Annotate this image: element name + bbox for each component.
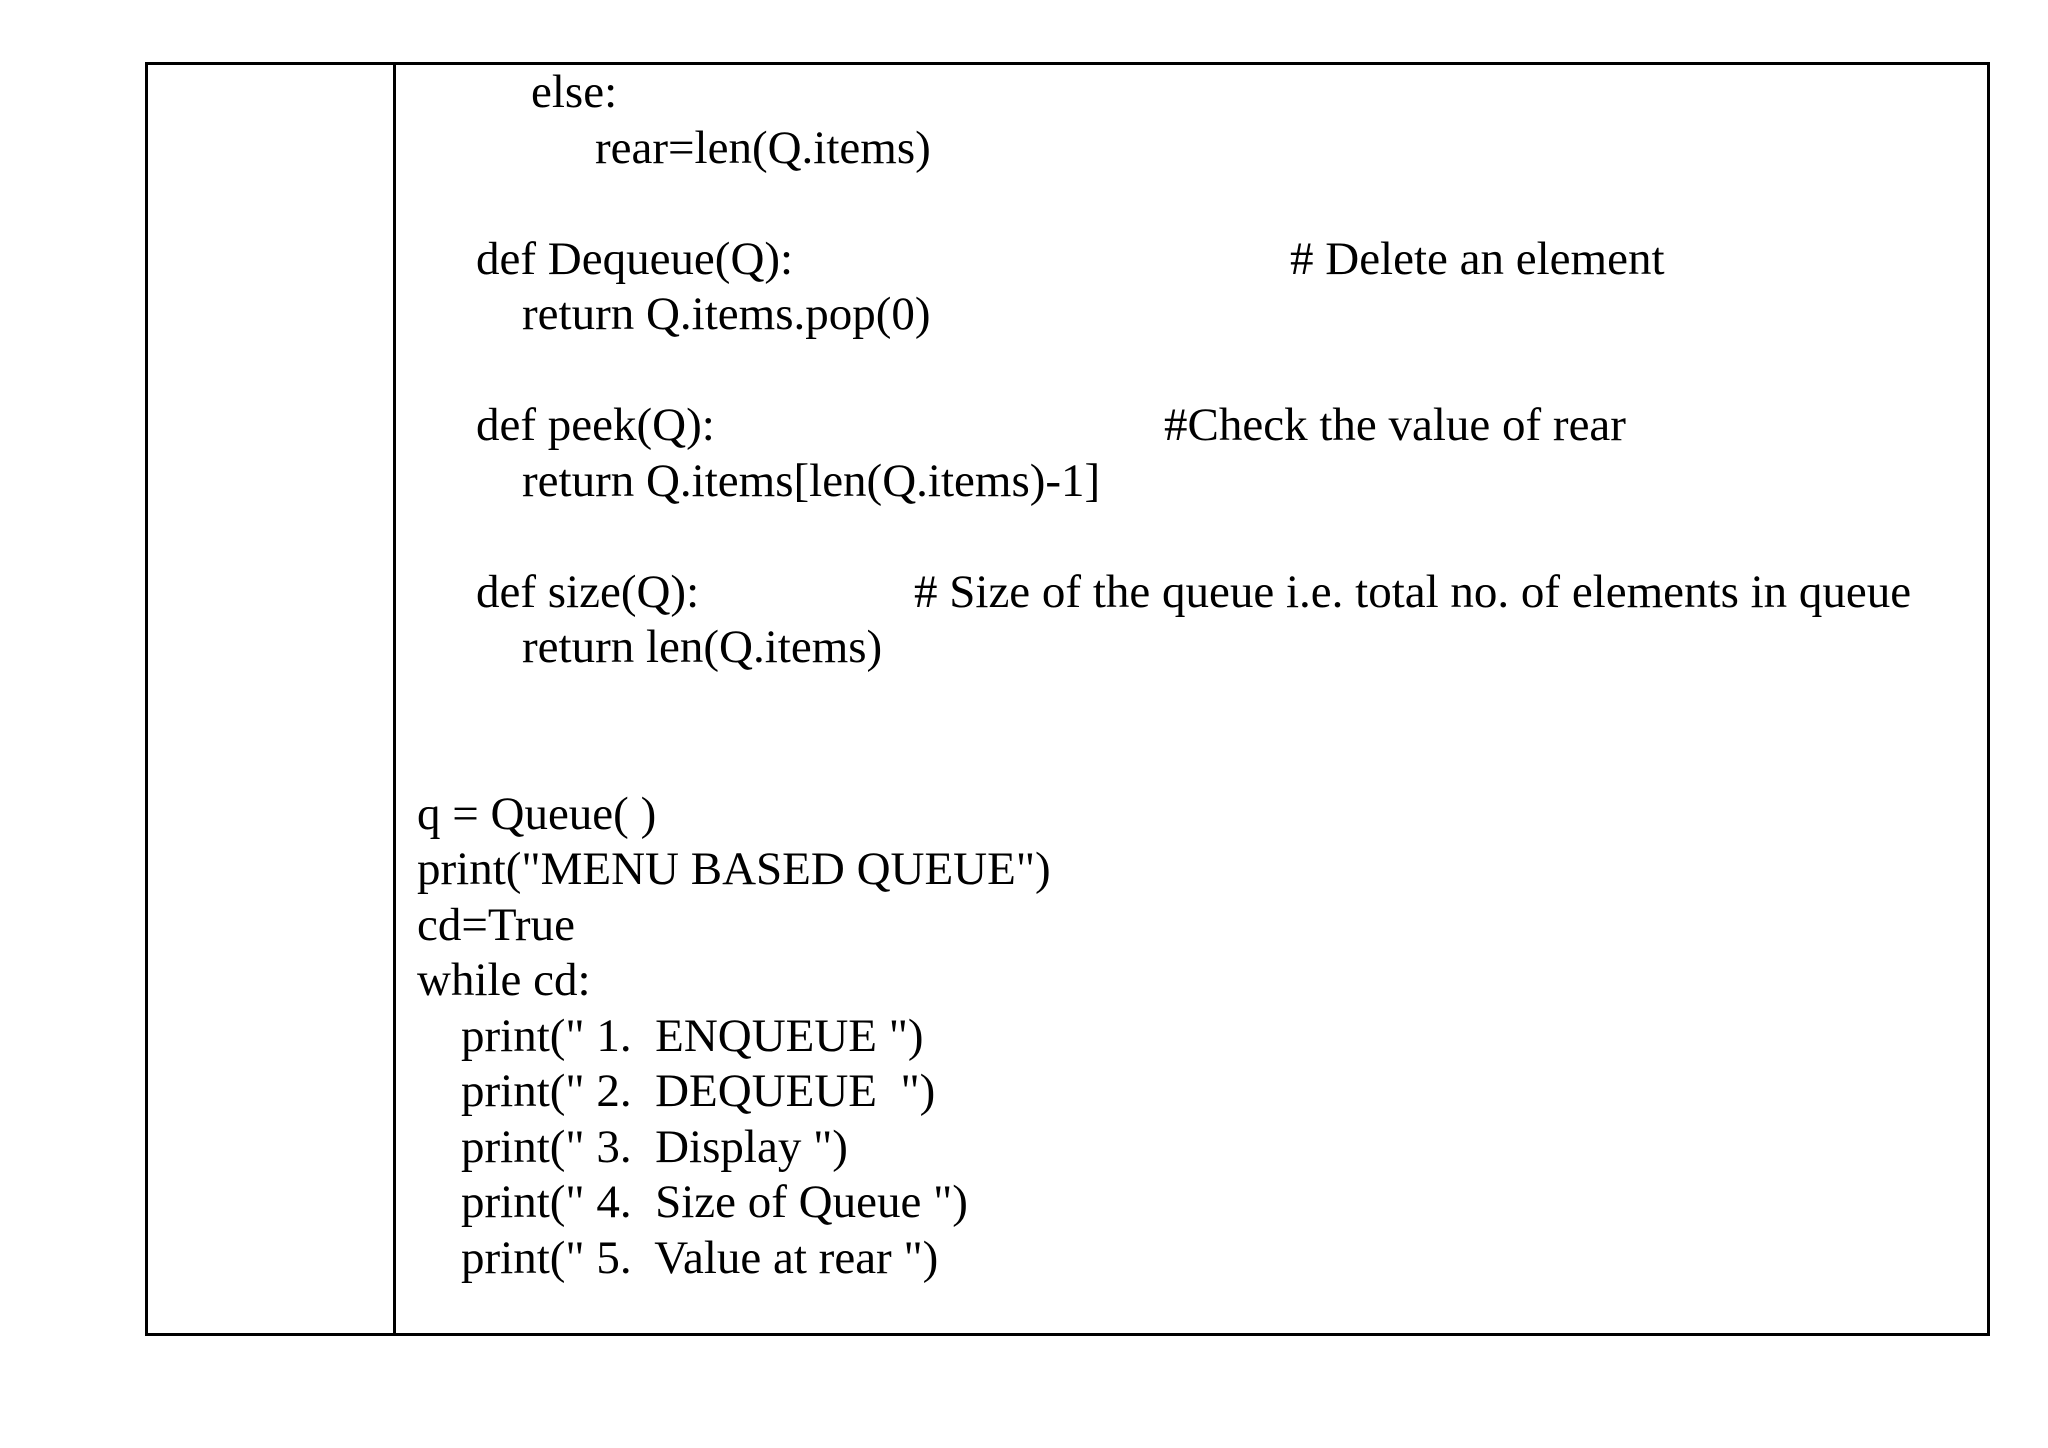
code-line: [397, 731, 1987, 787]
code-line: return Q.items[len(Q.items)-1]: [397, 454, 1987, 510]
code-text: print("MENU BASED QUEUE"): [417, 843, 1051, 895]
code-text: print(" 3. Display "): [461, 1120, 848, 1173]
code-text: print(" 2. DEQUEUE "): [461, 1065, 936, 1117]
table-column-divider: [393, 65, 396, 1333]
code-line: rear=len(Q.items): [397, 121, 1987, 177]
code-text: return Q.items.pop(0): [522, 288, 931, 340]
code-line: [397, 676, 1987, 732]
code-text: def size(Q):: [476, 565, 700, 618]
code-line: print(" 1. ENQUEUE "): [397, 1009, 1987, 1065]
code-line: [397, 343, 1987, 399]
code-text: return Q.items[len(Q.items)-1]: [522, 454, 1101, 507]
code-text: else:: [531, 66, 618, 118]
code-text: return len(Q.items): [522, 621, 883, 673]
code-line: return Q.items.pop(0): [397, 287, 1987, 343]
code-text: cd=True: [417, 898, 575, 951]
code-line: print("MENU BASED QUEUE"): [397, 842, 1987, 898]
code-table: else:rear=len(Q.items) def Dequeue(Q): # D…: [145, 62, 1990, 1336]
code-line: else:: [397, 65, 1987, 121]
code-line: [397, 509, 1987, 565]
code-line: return len(Q.items): [397, 620, 1987, 676]
code-comment: # Size of the queue i.e. total no. of el…: [914, 565, 1912, 618]
code-line: print(" 4. Size of Queue "): [397, 1175, 1987, 1231]
code-text: print(" 4. Size of Queue "): [461, 1176, 968, 1228]
table-cell-code: else:rear=len(Q.items) def Dequeue(Q): # D…: [397, 65, 1987, 1333]
code-comment: # Delete an element: [1290, 232, 1665, 285]
code-line: cd=True: [397, 898, 1987, 954]
code-line: print(" 3. Display "): [397, 1120, 1987, 1176]
code-text: def peek(Q):: [476, 399, 715, 451]
code-text: def Dequeue(Q):: [476, 232, 794, 285]
code-line: q = Queue( ): [397, 787, 1987, 843]
code-line: print(" 5. Value at rear "): [397, 1231, 1987, 1287]
code-text: print(" 5. Value at rear "): [461, 1231, 939, 1284]
code-line: print(" 2. DEQUEUE "): [397, 1064, 1987, 1120]
code-line: def peek(Q): #Check the value of rear: [397, 398, 1987, 454]
code-line: [397, 176, 1987, 232]
code-line: while cd:: [397, 953, 1987, 1009]
code-text: q = Queue( ): [417, 787, 657, 840]
code-line: def Dequeue(Q): # Delete an element: [397, 232, 1987, 288]
code-line: def size(Q): # Size of the queue i.e. tot…: [397, 565, 1987, 621]
code-text: rear=len(Q.items): [595, 121, 931, 174]
code-text: print(" 1. ENQUEUE "): [461, 1009, 924, 1062]
table-cell-empty: [148, 65, 393, 1333]
code-comment: #Check the value of rear: [1164, 399, 1626, 451]
code-text: while cd:: [417, 954, 591, 1006]
